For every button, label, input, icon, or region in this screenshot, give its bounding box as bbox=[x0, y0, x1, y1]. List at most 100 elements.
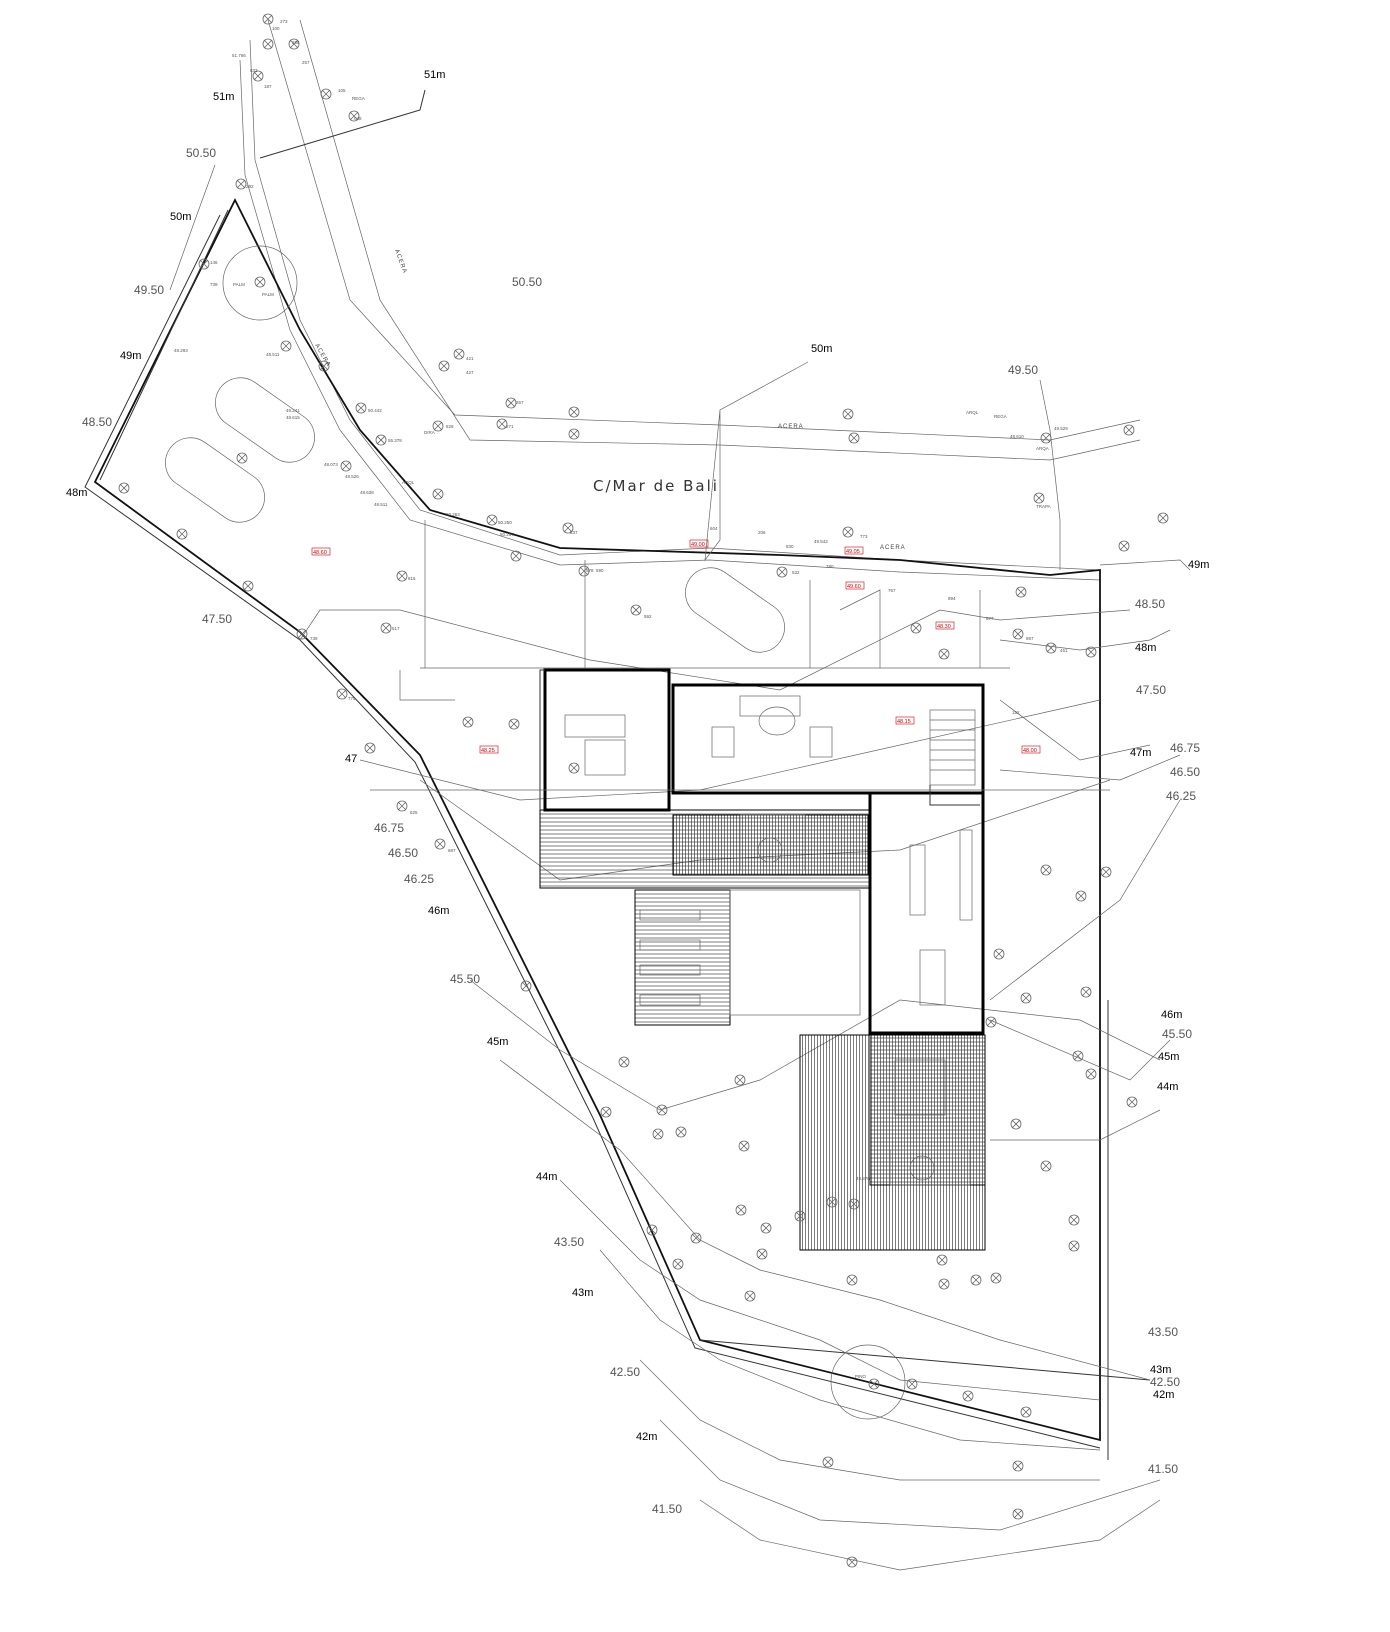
contour-label: 50.50 bbox=[186, 146, 216, 160]
contour-label: 42.50 bbox=[610, 1365, 640, 1379]
contour-label: 47m bbox=[1130, 747, 1151, 759]
survey-point-label: 48.638 bbox=[360, 490, 374, 495]
survey-point-label: 739 bbox=[210, 282, 218, 287]
contour-label: 46.50 bbox=[1170, 765, 1200, 779]
survey-point-label: 49.529 bbox=[1054, 426, 1068, 431]
contour-label: 46.75 bbox=[374, 821, 404, 835]
survey-point-label: 837 bbox=[570, 530, 578, 535]
survey-point-label: 517 bbox=[392, 626, 400, 631]
survey-point-label: 592 bbox=[644, 614, 652, 619]
plot-boundary bbox=[84, 197, 1151, 1460]
contour-label: 46m bbox=[428, 905, 449, 917]
survey-point-label: TRAPA bbox=[1036, 504, 1051, 509]
survey-point-label: 152 bbox=[1012, 710, 1020, 715]
survey-point-label: 780 bbox=[826, 564, 834, 569]
contour-label: 47.50 bbox=[1136, 683, 1166, 697]
survey-point-label: 687 bbox=[448, 848, 456, 853]
building bbox=[370, 520, 1110, 1251]
survey-point-label: 48.293 bbox=[174, 348, 188, 353]
survey-point-label: 828 bbox=[446, 424, 454, 429]
contour-label: 50m bbox=[811, 343, 832, 355]
contour-label: 48.50 bbox=[1135, 597, 1165, 611]
contour-label: 45.50 bbox=[1162, 1027, 1192, 1041]
survey-point-label: 267 bbox=[516, 400, 524, 405]
contour-label: 48m bbox=[1135, 642, 1156, 654]
contour-label: 43.50 bbox=[554, 1235, 584, 1249]
contour-label: 41.50 bbox=[652, 1502, 682, 1516]
major-contour-labels: 51m 51m 50m 50m 49m 49m 48m 48m 47 47m 4… bbox=[66, 69, 1209, 1443]
survey-point-label: 048 bbox=[354, 116, 362, 121]
contour-lines bbox=[169, 164, 1191, 1571]
survey-point-label: 286 bbox=[292, 40, 300, 45]
survey-point-label: ARQL bbox=[966, 410, 979, 415]
survey-point-label: 816 bbox=[408, 576, 416, 581]
contour-label: 50m bbox=[170, 211, 191, 223]
contour-label: 48.50 bbox=[82, 415, 112, 429]
contour-label: 43m bbox=[1150, 1364, 1171, 1376]
contour-label: 44m bbox=[1157, 1081, 1178, 1093]
survey-point-label: 257 bbox=[302, 60, 310, 65]
contour-label: 44m bbox=[536, 1171, 557, 1183]
survey-point-label: 105 bbox=[338, 88, 346, 93]
contour-label: 42m bbox=[636, 1431, 657, 1443]
survey-point-label: PALM bbox=[262, 292, 274, 297]
survey-point-label: 49.876 bbox=[856, 1176, 870, 1181]
survey-point-label: 739 bbox=[310, 636, 318, 641]
survey-point-label: 50.263 bbox=[446, 512, 460, 517]
survey-point-label: 48.615 bbox=[286, 415, 300, 420]
contour-label: 46.50 bbox=[388, 846, 418, 860]
survey-point-label: 48.511 bbox=[374, 502, 388, 507]
survey-point-label: 273 bbox=[280, 19, 288, 24]
contour-label: 42.50 bbox=[1150, 1375, 1180, 1389]
survey-point-label: 625 bbox=[410, 810, 418, 815]
contour-label: 46.75 bbox=[1170, 741, 1200, 755]
survey-point-label: 48.610 bbox=[1010, 434, 1024, 439]
level-tag: 49.60 bbox=[847, 584, 861, 590]
contour-label: 49.50 bbox=[134, 283, 164, 297]
contour-label: 42m bbox=[1153, 1389, 1174, 1401]
survey-point-label: 578 bbox=[586, 568, 594, 573]
survey-point-labels: 273 100 286 51.766 257 187 105 REGA 048 … bbox=[174, 19, 1068, 1181]
survey-point-label: 49.241 bbox=[286, 408, 300, 413]
level-tag: 48.00 bbox=[1023, 748, 1037, 754]
contour-label: 50.50 bbox=[512, 275, 542, 289]
survey-point-label: 292 bbox=[246, 184, 254, 189]
survey-point-label: 48.073 bbox=[324, 462, 338, 467]
sidewalk-label: ACERA bbox=[778, 424, 804, 430]
survey-point-label: 146 bbox=[210, 260, 218, 265]
survey-point-label: 877 bbox=[986, 616, 994, 621]
survey-point-label: 590 bbox=[596, 568, 604, 573]
survey-point-label: 51.766 bbox=[232, 53, 246, 58]
contour-label: 47.50 bbox=[202, 612, 232, 626]
contour-label: 46.25 bbox=[1166, 789, 1196, 803]
sidewalk-label: ACERA bbox=[880, 545, 906, 551]
level-tag: 48.25 bbox=[481, 748, 495, 754]
survey-point-label: 50.250 bbox=[498, 520, 512, 525]
survey-point-label: 451 bbox=[1060, 648, 1068, 653]
contour-label: 48m bbox=[66, 487, 87, 499]
minor-contour-labels: 50.50 50.50 49.50 49.50 48.50 48.50 47.5… bbox=[82, 146, 1200, 1516]
survey-point-label: 532 bbox=[792, 570, 800, 575]
survey-point-label: REGA bbox=[994, 414, 1007, 419]
contour-label: 49.50 bbox=[1008, 363, 1038, 377]
survey-point-label: 830 bbox=[786, 544, 794, 549]
parked-cars bbox=[165, 377, 785, 653]
survey-point-label: 773 bbox=[860, 534, 868, 539]
contour-label: 45m bbox=[487, 1036, 508, 1048]
level-tag: 49.05 bbox=[846, 549, 860, 555]
survey-point-label: 50.442 bbox=[368, 408, 382, 413]
level-tag: 48.60 bbox=[313, 550, 327, 556]
contour-label: 49m bbox=[1188, 559, 1209, 571]
survey-point-label: ARQL bbox=[402, 480, 415, 485]
level-tags: 48.60 49.00 49.05 49.60 48.30 48.15 48.0… bbox=[311, 539, 1041, 754]
survey-point-label: 48.511 bbox=[266, 352, 280, 357]
contour-label: 45m bbox=[1158, 1051, 1179, 1063]
level-tag: 48.15 bbox=[897, 719, 911, 725]
sidewalk-label: ACERA bbox=[393, 249, 407, 275]
contour-label: 45.50 bbox=[450, 972, 480, 986]
survey-point-label: 271 bbox=[506, 424, 514, 429]
survey-point-label: 206 bbox=[758, 530, 766, 535]
contour-label: 51m bbox=[424, 69, 445, 81]
contour-label: 43m bbox=[572, 1287, 593, 1299]
